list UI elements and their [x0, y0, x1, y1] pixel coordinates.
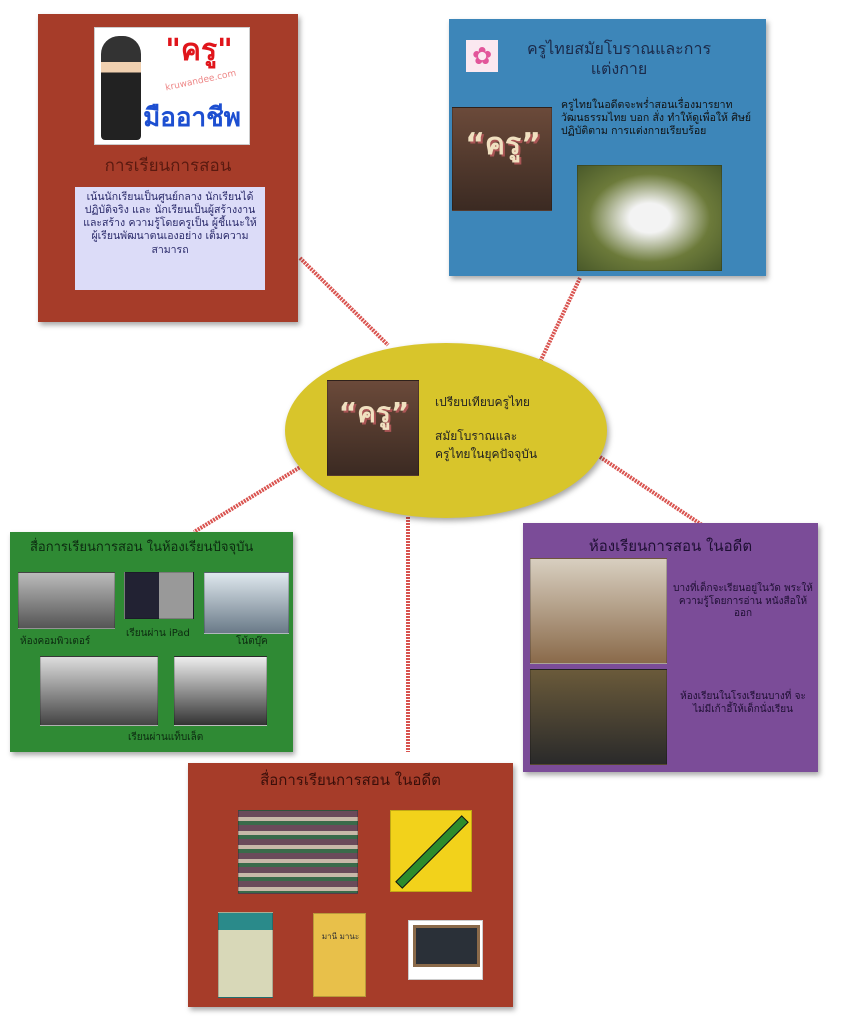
- ipad-photo: [124, 572, 194, 619]
- modern-media-node: สื่อการเรียนการสอน ในห้องเรียนปัจจุบัน ห…: [10, 532, 293, 752]
- connector-past-class: [598, 455, 704, 527]
- teaching-node: "ครู" kruwandee.com มืออาชีพ การเรียนการ…: [38, 14, 298, 322]
- modern-media-title: สื่อการเรียนการสอน ในห้องเรียนปัจจุบัน: [30, 540, 254, 555]
- professional-teacher-logo: "ครู" kruwandee.com มืออาชีพ: [94, 27, 250, 145]
- past-class-text1: บางที่เด็กจะเรียนอยู่ในวัด พระให้ความรู้…: [673, 583, 813, 619]
- books-stack-photo: [238, 810, 358, 894]
- lotus-icon: ✿: [466, 40, 498, 72]
- ancient-title: ครูไทยสมัยโบราณและการแต่งกาย: [526, 39, 712, 78]
- tablet-kids-photo: [174, 656, 267, 726]
- logo-main-text: "ครู": [165, 33, 233, 68]
- logo-watermark: kruwandee.com: [164, 68, 238, 94]
- kru-logo-text: “ครู”: [465, 127, 541, 162]
- label-computer-room: ห้องคอมพิวเตอร์: [20, 636, 91, 647]
- central-kru-photo: “ครู”: [327, 380, 419, 476]
- connector-modern-media: [192, 464, 304, 534]
- teaching-body: เน้นนักเรียนเป็นศูนย์กลาง นักเรียนได้ ปฏ…: [75, 187, 265, 290]
- central-topic: “ครู” เปรียบเทียบครูไทย สมัยโบราณและ ครู…: [285, 343, 607, 518]
- teaching-title: การเรียนการสอน: [104, 156, 232, 176]
- ancient-body: ครูไทยในอดีตจะพร่ำสอนเรื่องมารยาท วัฒนธร…: [561, 99, 752, 138]
- connector-ancient: [538, 277, 582, 363]
- floor-class-photo: [530, 669, 667, 765]
- manee-mana-book-image: มานี มานะ: [313, 913, 366, 997]
- past-classroom-node: ห้องเรียนการสอน ในอดีต บางที่เด็กจะเรียน…: [523, 523, 818, 772]
- past-class-text2: ห้องเรียนในโรงเรียนบางที่ จะไม่มีเก้าอี้…: [680, 691, 806, 715]
- past-class-title: ห้องเรียนการสอน ในอดีต: [588, 537, 753, 555]
- label-ipad: เรียนผ่าน iPad: [126, 628, 190, 639]
- central-line3: ครูไทยในยุคปัจจุบัน: [435, 447, 538, 461]
- logo-sub-text: มืออาชีพ: [143, 103, 241, 133]
- ancient-teacher-photo: “ครู”: [452, 107, 552, 211]
- label-tablet: เรียนผ่านแท็บเล็ต: [128, 732, 204, 743]
- teacher-figure: [101, 36, 141, 140]
- central-line1: เปรียบเทียบครูไทย: [435, 395, 530, 409]
- connector-teaching: [298, 256, 390, 347]
- old-textbook-image: [218, 912, 273, 998]
- slate-board-image: [408, 920, 483, 980]
- ancient-teacher-node: ✿ ครูไทยสมัยโบราณและการแต่งกาย “ครู” ครู…: [449, 19, 766, 276]
- pencil-image: [390, 810, 472, 892]
- label-notebook: โน้ตบุ๊ค: [236, 636, 268, 647]
- students-photo: [577, 165, 722, 271]
- computer-room-photo: [18, 572, 115, 629]
- past-media-node: สื่อการเรียนการสอน ในอดีต มานี มานะ: [188, 763, 513, 1007]
- central-line2: สมัยโบราณและ: [435, 429, 518, 443]
- tablet-group-photo: [40, 656, 158, 726]
- temple-class-photo: [530, 558, 667, 664]
- book-title: มานี มานะ: [321, 932, 360, 941]
- notebook-photo: [204, 572, 289, 634]
- past-media-title: สื่อการเรียนการสอน ในอดีต: [260, 771, 441, 789]
- central-logo-text: “ครู”: [338, 396, 410, 429]
